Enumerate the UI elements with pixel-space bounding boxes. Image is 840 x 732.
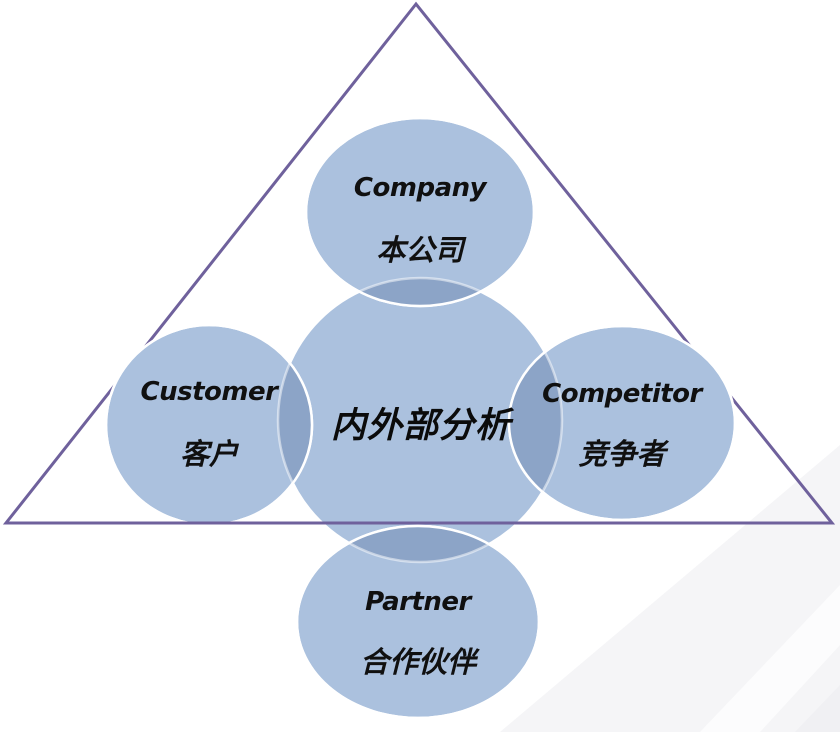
background-shade-streak	[700, 585, 840, 732]
background-corner-shading	[500, 445, 840, 732]
partner-circle-border	[295, 524, 541, 720]
competitor-circle	[507, 324, 737, 522]
company-overlap-faint-edge	[306, 276, 534, 306]
company-label-zh: 本公司	[376, 233, 467, 267]
center-title: 内外部分析	[331, 406, 515, 446]
customer-circle	[104, 323, 314, 527]
company-label-en: Company	[354, 173, 488, 203]
labels: Company 本公司 Customer 客户 Competitor 竞争者 P…	[141, 173, 705, 679]
customer-circle-border	[104, 323, 314, 527]
partner-label-en: Partner	[365, 587, 473, 617]
customer-overlap-faint-edge	[276, 325, 312, 525]
customer-label-zh: 客户	[180, 437, 240, 471]
partner-circle	[295, 524, 541, 720]
background-shade-corner	[795, 685, 840, 732]
competitor-label-zh: 竞争者	[578, 437, 669, 471]
background-shade-band	[500, 445, 840, 732]
competitor-label-en: Competitor	[542, 379, 704, 409]
customer-label-en: Customer	[141, 377, 281, 407]
competitor-circle-border	[507, 324, 737, 522]
partner-label-zh: 合作伙伴	[360, 645, 480, 679]
competitor-overlap-faint-edge	[509, 326, 564, 520]
company-circle	[304, 116, 536, 308]
company-circle-border	[304, 116, 536, 308]
partner-overlap-faint-edge	[297, 526, 539, 564]
